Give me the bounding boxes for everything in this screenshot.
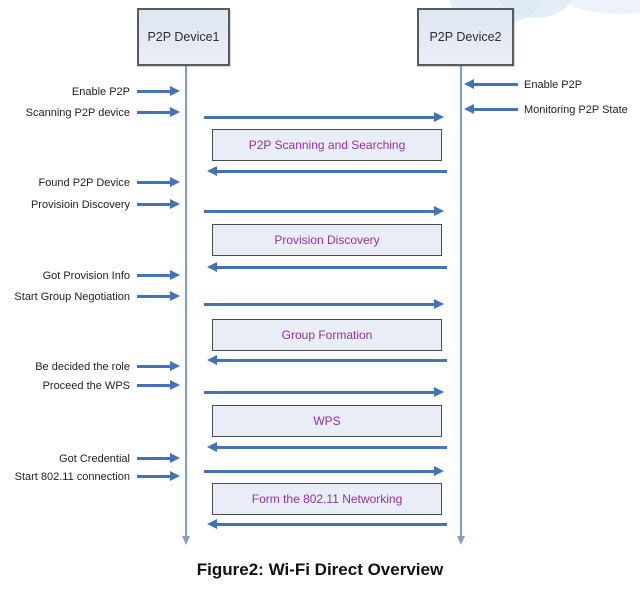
event-label: Proceed the WPS bbox=[42, 380, 130, 392]
phase-label: Form the 802.11 Networking bbox=[251, 492, 403, 506]
device-box-2: P2P Device2 bbox=[417, 8, 514, 66]
event-arrow-right bbox=[137, 291, 180, 301]
message-arrow-left bbox=[207, 442, 447, 452]
event-label: Start Group Negotiation bbox=[14, 291, 130, 303]
figure-caption: Figure2: Wi-Fi Direct Overview bbox=[196, 560, 444, 579]
phase-label: Provision Discovery bbox=[274, 233, 380, 247]
event-label: Scanning P2P device bbox=[25, 107, 130, 119]
event-arrow-right bbox=[137, 199, 180, 209]
lifeline-device2 bbox=[457, 62, 465, 545]
event-label: Monitoring P2P State bbox=[524, 104, 628, 116]
event-arrow-right bbox=[137, 361, 180, 371]
event-label: Found P2P Device bbox=[38, 177, 130, 189]
event-label: Start 802.11 connection bbox=[14, 471, 130, 483]
message-arrow-left bbox=[207, 519, 447, 529]
message-arrow-right bbox=[204, 466, 444, 476]
event-arrow-right bbox=[137, 453, 180, 463]
phase-label: WPS bbox=[313, 414, 341, 428]
phase-box-group-formation: Group Formation bbox=[212, 319, 442, 351]
message-arrow-right bbox=[204, 299, 444, 309]
phase-box-scanning: P2P Scanning and Searching bbox=[212, 129, 442, 161]
device-label: P2P Device1 bbox=[147, 30, 220, 44]
event-label: Provisioin Discovery bbox=[30, 199, 130, 211]
event-arrow-right bbox=[137, 380, 180, 390]
event-label: Got Credential bbox=[59, 453, 130, 465]
device-label: P2P Device2 bbox=[429, 30, 502, 44]
message-arrow-left bbox=[207, 262, 447, 272]
message-arrow-right bbox=[204, 206, 444, 216]
phase-box-80211-networking: Form the 802.11 Networking bbox=[212, 483, 442, 515]
event-arrow-right bbox=[137, 107, 180, 117]
message-arrow-left bbox=[207, 355, 447, 365]
message-arrow-right bbox=[204, 112, 444, 122]
message-arrow-left bbox=[207, 166, 447, 176]
device-box-1: P2P Device1 bbox=[137, 8, 230, 66]
event-arrow-right bbox=[137, 177, 180, 187]
phase-label: Group Formation bbox=[281, 328, 373, 342]
event-arrow-right bbox=[137, 471, 180, 481]
phase-box-provision-discovery: Provision Discovery bbox=[212, 224, 442, 256]
phase-box-wps: WPS bbox=[212, 405, 442, 437]
event-arrow-left bbox=[464, 79, 518, 89]
lifeline-device1 bbox=[182, 62, 190, 545]
watermark-blob bbox=[498, 0, 572, 18]
event-label: Be decided the role bbox=[35, 361, 130, 373]
event-label: Enable P2P bbox=[71, 86, 130, 98]
event-label: Enable P2P bbox=[524, 79, 583, 91]
event-label: Got Provision Info bbox=[42, 270, 130, 282]
event-arrow-right bbox=[137, 270, 180, 280]
event-arrow-right bbox=[137, 86, 180, 96]
message-arrow-right bbox=[204, 387, 444, 397]
event-arrow-left bbox=[464, 104, 518, 114]
phase-label: P2P Scanning and Searching bbox=[248, 138, 406, 152]
watermark-blob bbox=[560, 0, 640, 14]
